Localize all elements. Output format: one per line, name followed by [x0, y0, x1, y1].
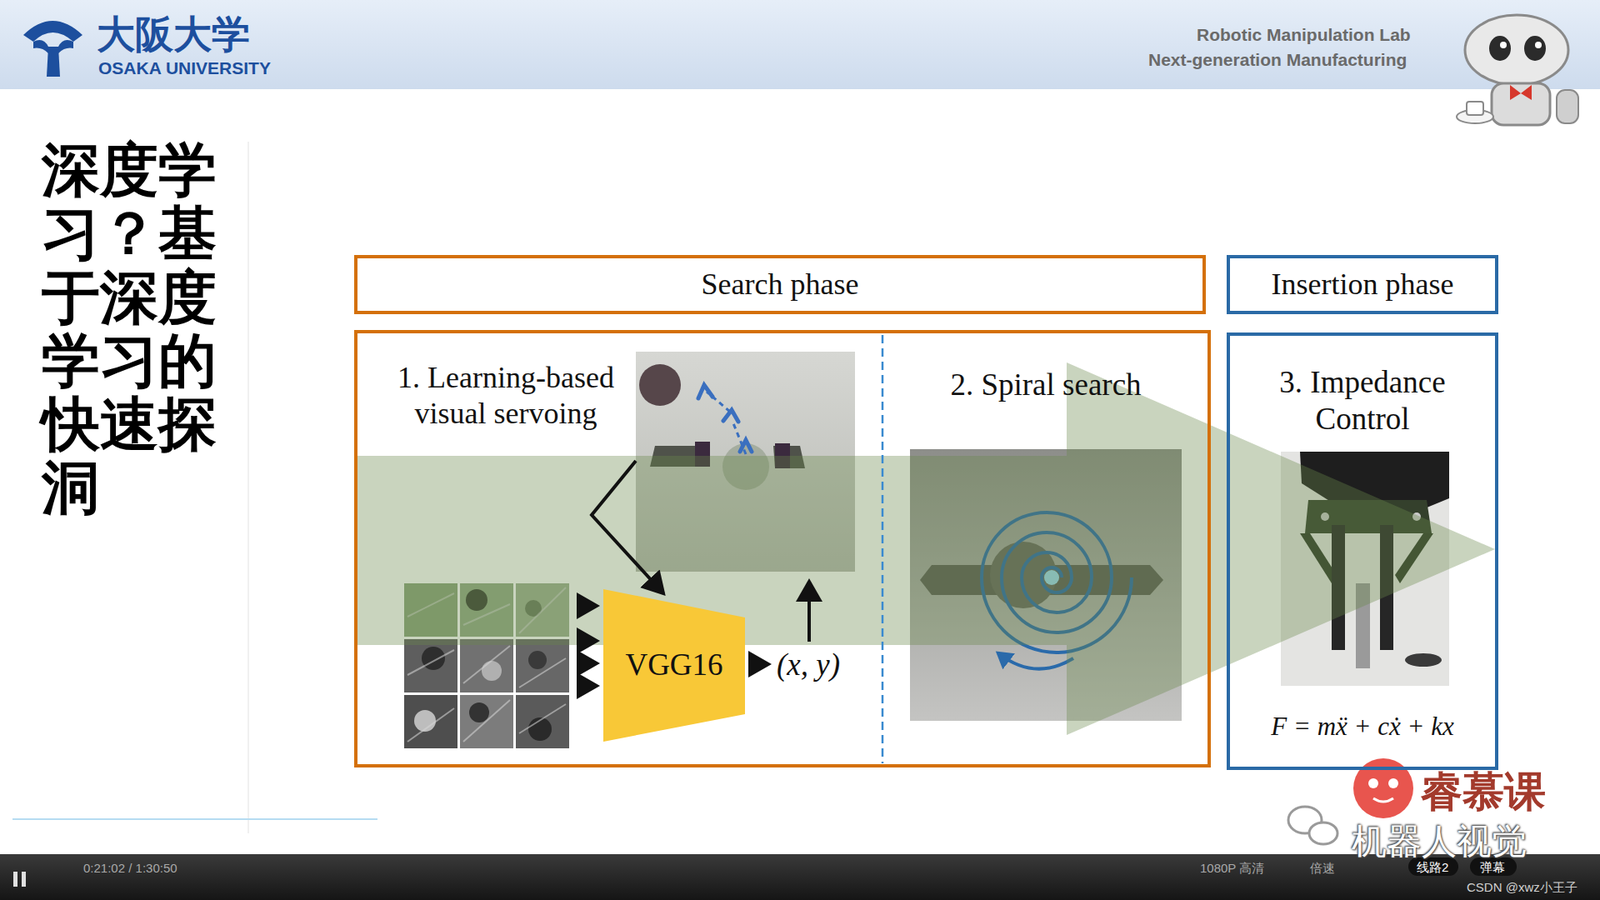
augmented-image-grid-part — [460, 639, 514, 693]
content-divider — [248, 141, 250, 834]
university-logo-part — [33, 40, 49, 54]
data-arrows-part — [578, 639, 597, 643]
data-arrows-part — [807, 581, 811, 642]
robot-mascot-part — [1465, 15, 1569, 85]
phase-panel: 3. Impedance Control F = mẍ + cẋ + kx — [1226, 332, 1499, 770]
phase-title: Insertion phase — [1265, 266, 1461, 303]
gripper-photo-part — [1405, 653, 1442, 667]
phase-title: 2. Spiral search — [887, 366, 1205, 404]
player-bar — [0, 854, 1600, 900]
wechat-icon-part — [1309, 822, 1338, 845]
data-arrows-part — [578, 661, 597, 665]
university-name-en: OSAKA UNIVERSITY — [98, 58, 271, 79]
phase-panel: 1. Learning-based visual servoing 2. Spir… — [354, 330, 1211, 768]
progress-line-part — [12, 818, 378, 820]
formula: F = mẍ + cẋ + kx — [1235, 710, 1490, 742]
university-logo-part — [58, 40, 74, 54]
content-divider-part — [247, 141, 250, 834]
robot-mascot-part — [1466, 101, 1484, 115]
player-bar-part — [21, 871, 26, 887]
robot-mascot-part — [1491, 83, 1550, 125]
robot-mascot-part — [1510, 85, 1532, 100]
block-label: VGG16 — [618, 646, 730, 684]
data-arrows-part — [578, 684, 597, 688]
phase-title: 3. Impedance Control — [1240, 364, 1485, 439]
output-coordinates: (x, y) — [776, 647, 840, 684]
phase-title: 1. Learning-based visual servoing — [372, 360, 640, 432]
data-arrows-part — [578, 604, 597, 608]
phase-header: Insertion phase — [1226, 255, 1499, 315]
progress-line — [12, 819, 378, 820]
data-arrows-part — [748, 662, 769, 666]
brand-logo-part — [1368, 778, 1379, 789]
phase-title: Search phase — [695, 266, 866, 303]
brand-logo-part — [1388, 778, 1399, 789]
servoing-photo-part — [698, 385, 752, 452]
header-band — [0, 0, 1600, 90]
header-band-part — [0, 0, 1600, 90]
network-block: VGG16 — [603, 589, 745, 742]
augmented-image-grid-part — [528, 650, 547, 670]
brand-name: 睿慕课 — [1420, 768, 1546, 817]
augmented-image-grid-part — [481, 660, 502, 681]
player-quality: 1080P 高清 — [1200, 860, 1265, 875]
university-logo-part — [46, 46, 60, 77]
phase-divider — [882, 335, 884, 764]
trapezoid-fill — [603, 589, 745, 742]
player-bar-part — [0, 854, 1600, 900]
robot-mascot-part — [1535, 41, 1542, 49]
robot-mascot-part — [1500, 41, 1507, 49]
player-time: 0:21:02 / 1:30:50 — [83, 860, 178, 875]
lab-subtitle: Next-generation Manufacturing — [1148, 50, 1407, 70]
university-name: 大阪大学 — [96, 13, 250, 58]
player-danmaku: 弹幕 — [1480, 860, 1505, 875]
brand-subtitle: 机器人视觉 — [1351, 821, 1527, 862]
robot-mascot-part — [1556, 90, 1579, 124]
phase-divider-part — [881, 335, 885, 764]
augmented-image-grid-part — [404, 695, 458, 749]
slide-title: 深度学习？基于深度学习的快速探洞 — [41, 138, 220, 520]
lab-name: Robotic Manipulation Lab — [1196, 25, 1411, 45]
watermark: CSDN @xwz小王子 — [1466, 880, 1578, 895]
robot-mascot-part — [1489, 35, 1511, 61]
augmented-image-grid-part — [421, 646, 445, 670]
robot-mascot-part — [1524, 35, 1546, 61]
data-arrows-part — [591, 460, 664, 594]
spiral-photo-part — [998, 653, 1074, 670]
university-logo-part — [23, 20, 83, 42]
augmented-image-grid-part — [515, 695, 570, 749]
servoing-photo-part — [639, 364, 681, 406]
robot-mascot — [1456, 15, 1579, 125]
player-route: 线路2 — [1416, 860, 1449, 875]
phase-header: Search phase — [354, 255, 1206, 315]
player-bar-part — [13, 871, 18, 887]
wechat-icon — [1288, 806, 1338, 845]
player-speed: 倍速 — [1310, 860, 1335, 875]
servoing-photo-part — [706, 391, 746, 455]
university-logo — [23, 20, 83, 77]
brand-logo-part — [1373, 798, 1394, 802]
augmented-image-grid-part — [404, 639, 458, 693]
augmented-image-grid-part — [469, 702, 490, 723]
